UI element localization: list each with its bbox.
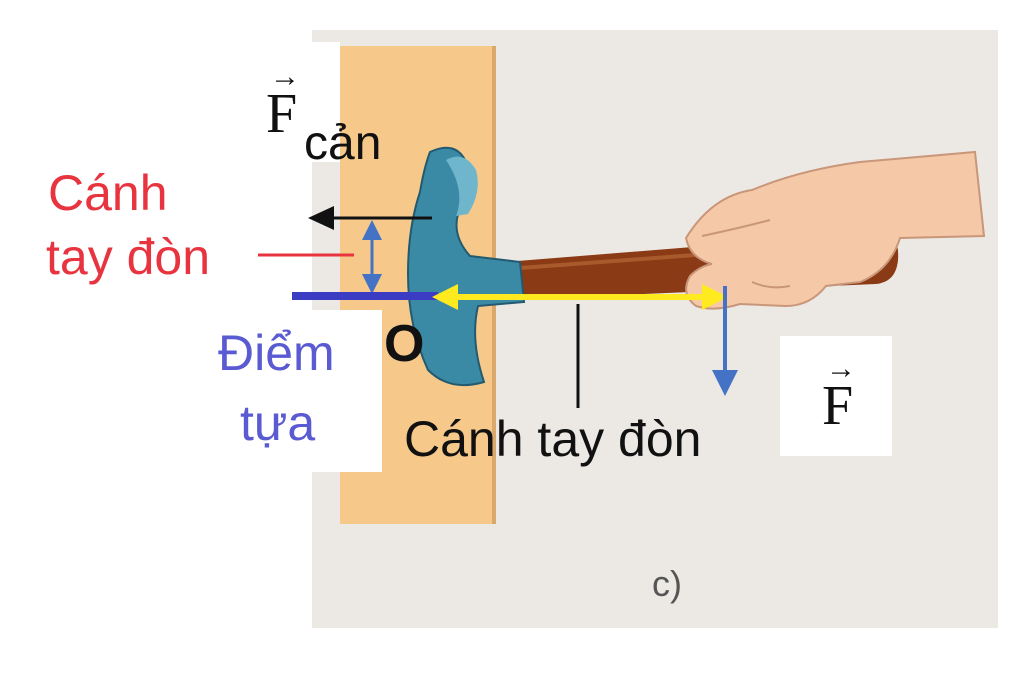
fulcrum-label-box	[210, 310, 382, 472]
f-resist-symbol: → F	[266, 62, 300, 145]
force-letter: F	[822, 375, 854, 437]
force-symbol: → F	[822, 354, 856, 437]
lever-arm-red-line2: tay đòn	[46, 229, 211, 285]
small-lever-arm-arrow-bottom	[362, 274, 382, 294]
caption: c)	[652, 563, 682, 604]
long-lever-arm-arrow-right	[702, 284, 728, 310]
f-resist-subscript: cản	[304, 117, 382, 170]
small-lever-arm-arrow-top	[362, 220, 382, 240]
hand	[684, 150, 986, 310]
point-o-label: O	[384, 315, 425, 373]
lever-arm-black-label: Cánh tay đòn	[404, 411, 702, 467]
fulcrum-line1: Điểm	[218, 325, 335, 381]
finger-line	[701, 219, 771, 237]
vector-arrow-icon: →	[826, 352, 856, 385]
force-label-box	[780, 336, 892, 456]
vector-arrow-icon: →	[270, 60, 300, 93]
knuckle-line	[751, 281, 791, 289]
lever-arm-red-line1: Cánh	[48, 165, 168, 221]
f-resist-letter: F	[266, 83, 298, 145]
resist-force-arrowhead	[308, 206, 334, 230]
f-resist-label-box	[254, 42, 340, 162]
long-lever-arm-arrow-left	[432, 284, 458, 310]
applied-force-arrowhead	[712, 370, 738, 396]
hammer-claw	[446, 156, 478, 216]
fulcrum-line2: tựa	[240, 395, 316, 451]
